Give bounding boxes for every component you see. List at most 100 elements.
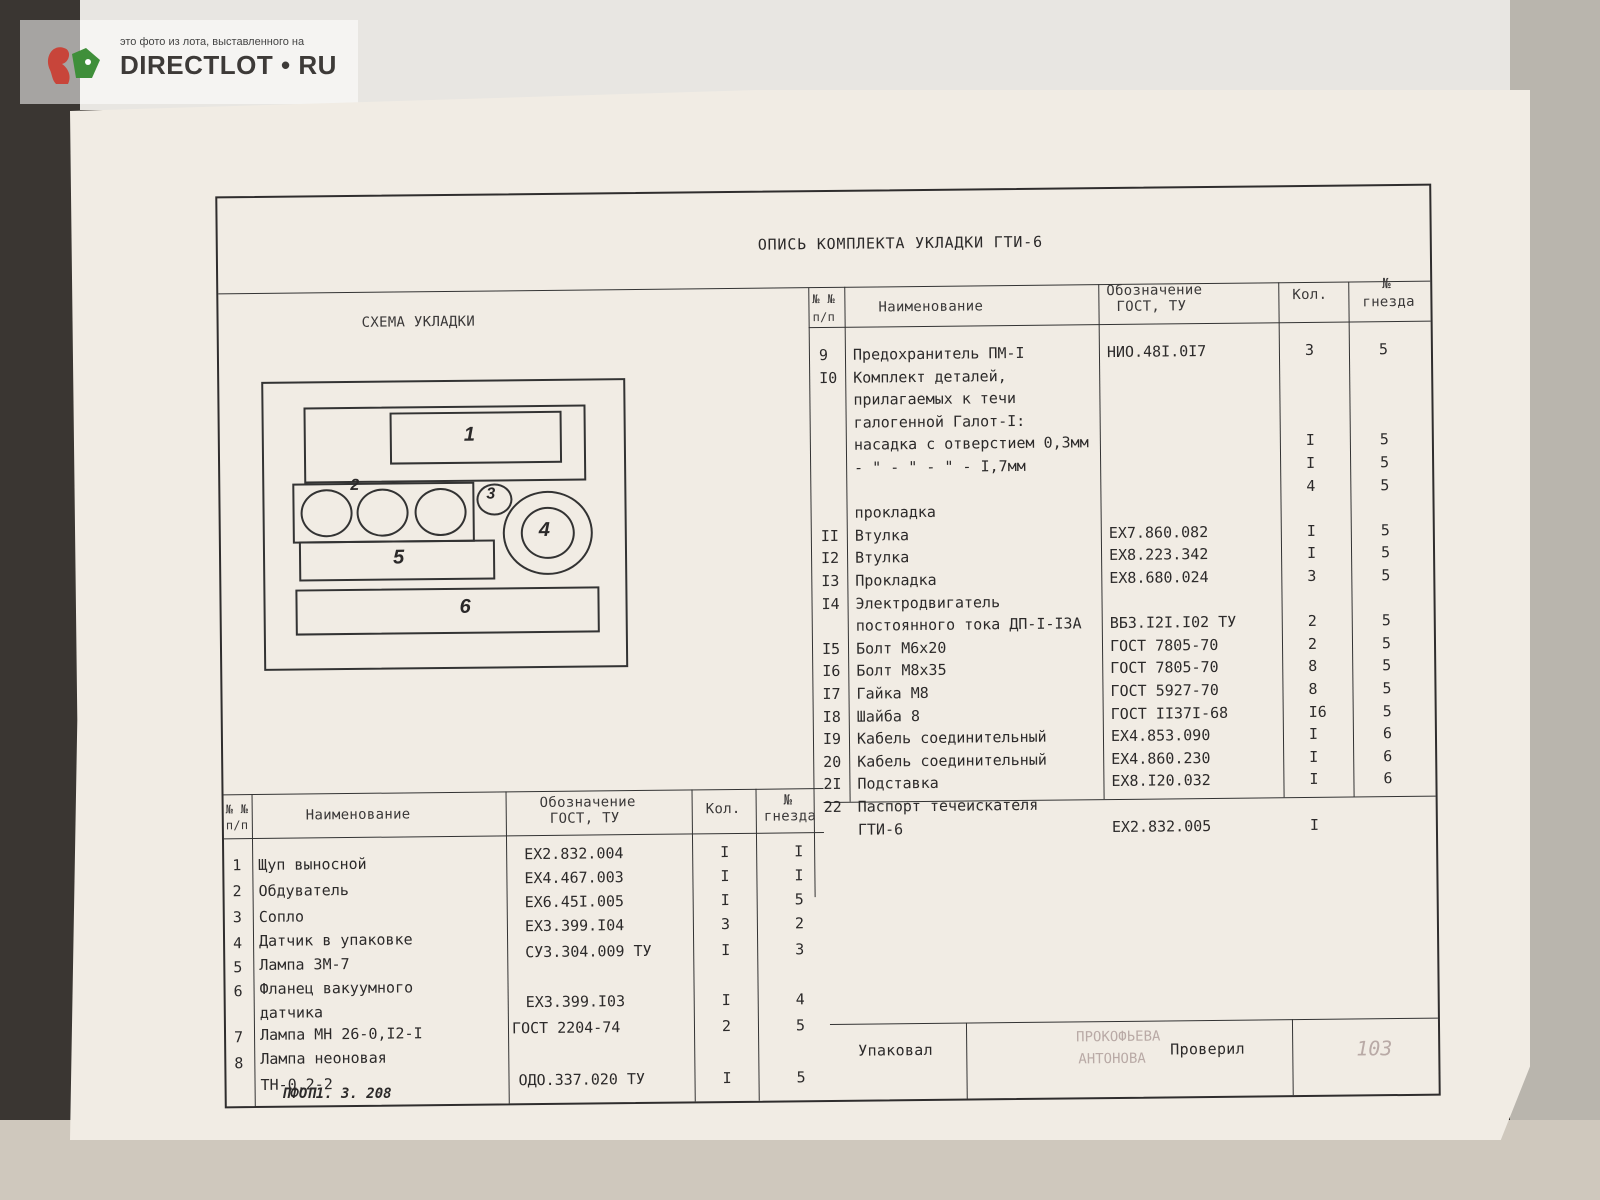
- document-title: ОПИСЬ КОМПЛЕКТА УКЛАДКИ ГТИ-6: [757, 232, 1043, 254]
- table-row-num: 7: [233, 1028, 244, 1047]
- watermark-brand: DIRECTLOT • RU: [120, 50, 337, 80]
- table-row-slot: 6: [1383, 746, 1393, 765]
- left-table-top: [223, 788, 824, 796]
- table-row-slot: 4: [795, 990, 805, 1009]
- table-row-qty: 3: [1304, 340, 1315, 359]
- left-header-num-sub: п/п: [225, 818, 249, 833]
- compartment-1: [389, 410, 563, 465]
- signature-div-1: [965, 1022, 968, 1099]
- table-row-qty: I: [720, 891, 730, 910]
- compartment-6: [295, 586, 600, 636]
- slot-2a: [300, 488, 353, 538]
- table-row-slot: 5: [1379, 430, 1389, 449]
- table-row-designation: ЕХ7.860.082: [1108, 522, 1209, 542]
- table-row-name: Комплект деталей,: [853, 366, 1007, 387]
- left-col-num: [251, 794, 256, 1107]
- table-row-qty: I: [722, 1069, 732, 1088]
- table-row-name: Подставка: [857, 774, 939, 794]
- table-row-name: Фланец вакуумного: [259, 978, 414, 998]
- table-row-qty: I: [720, 843, 730, 862]
- right-col-name: [1098, 284, 1105, 800]
- table-row-designation: ГОСТ 2204-74: [511, 1018, 621, 1038]
- table-row-name: Обдуватель: [258, 881, 349, 900]
- table-row-num: I8: [822, 707, 841, 726]
- table-row-num: I4: [821, 594, 840, 613]
- right-header-num: № №: [812, 291, 836, 307]
- right-header-designation-sub: ГОСТ, ТУ: [1116, 298, 1187, 315]
- scheme-label-4: 4: [538, 518, 551, 542]
- left-header-designation: Обозначение: [539, 794, 636, 812]
- right-header-name: Наименование: [878, 298, 984, 316]
- table-row-num: I2: [820, 549, 840, 568]
- left-col-qty: [755, 788, 760, 1101]
- signature-top: [829, 1017, 1438, 1026]
- table-row-qty: I: [1309, 815, 1320, 834]
- packed-by-label: Упаковал: [858, 1040, 933, 1060]
- table-row-qty: 2: [721, 1017, 732, 1036]
- form-frame: ОПИСЬ КОМПЛЕКТА УКЛАДКИ ГТИ-6 СХЕМА УКЛА…: [215, 183, 1441, 1109]
- table-row-slot: 5: [1378, 340, 1389, 359]
- watermark-caption: это фото из лота, выставленного на: [120, 36, 305, 48]
- table-row-name: Кабель соединительный: [856, 727, 1047, 748]
- table-row-designation: ВБ3.I2I.I02 ТУ: [1109, 612, 1237, 633]
- table-row-designation: ЕХ3.399.I04: [524, 916, 625, 936]
- scheme-label-3: 3: [486, 485, 496, 503]
- table-row-slot: 5: [1380, 543, 1391, 562]
- table-row-slot: 5: [1382, 656, 1392, 675]
- table-row-slot: 5: [1381, 633, 1392, 652]
- left-col-designation: [691, 789, 696, 1102]
- table-row-name: Втулка: [854, 548, 910, 568]
- center-divider: [808, 287, 816, 898]
- table-row-slot: 5: [1382, 701, 1392, 720]
- table-row-designation: ГОСТ 5927-70: [1110, 680, 1219, 701]
- table-row-qty: I: [721, 941, 731, 960]
- table-row-name: Гайка М8: [856, 683, 929, 703]
- right-table-header-bottom: [808, 320, 1431, 329]
- table-row-qty: I: [1308, 725, 1319, 744]
- table-row-name: Паспорт течеискателя: [857, 795, 1039, 816]
- table-row-name: Сопло: [258, 907, 305, 926]
- table-row-designation: ЕХ4.860.230: [1111, 748, 1211, 768]
- packed-by-name: ПРОКОФЬЕВА: [1076, 1028, 1161, 1046]
- table-row-slot: 6: [1382, 724, 1393, 743]
- table-row-qty: I: [1306, 521, 1316, 540]
- table-row-designation: ЕХ3.399.I03: [525, 992, 626, 1012]
- table-row-slot: 5: [796, 1068, 806, 1087]
- table-row-slot: 5: [1381, 611, 1391, 630]
- table-row-name: - " - " - " - I,7мм: [854, 456, 1026, 477]
- left-header-qty: Кол.: [705, 800, 741, 818]
- scheme-label-6: 6: [459, 595, 471, 618]
- table-row-num: 22: [823, 797, 842, 817]
- table-row-slot: 5: [1380, 453, 1390, 472]
- right-header-slot-sub: гнезда: [1362, 293, 1415, 311]
- table-row-qty: I: [721, 991, 731, 1010]
- table-row-qty: 3: [1307, 566, 1317, 585]
- table-row-qty: I: [1306, 544, 1317, 563]
- left-header-num: № №: [225, 802, 249, 817]
- left-col-name: [505, 791, 510, 1104]
- table-row-designation: ЕХ6.45I.005: [524, 892, 625, 912]
- table-row-name: Датчик в упаковке: [258, 930, 413, 950]
- table-row-qty: 2: [1307, 634, 1318, 653]
- table-row-num: 5: [233, 958, 243, 977]
- right-col-num: [844, 286, 851, 802]
- table-row-designation: НИО.48I.0I7: [1106, 342, 1207, 362]
- table-row-name: Предохранитель ПМ-I: [852, 343, 1025, 364]
- checked-by-label: Проверил: [1170, 1039, 1245, 1059]
- right-col-qty: [1348, 281, 1355, 797]
- table-row-num: 1: [232, 856, 242, 875]
- right-header-slot: №: [1382, 276, 1392, 293]
- table-row-name: прилагаемых к течи: [853, 389, 1017, 409]
- left-header-name: Наименование: [305, 806, 411, 824]
- left-header-slot-sub: гнезда: [763, 808, 817, 825]
- scheme-title: СХЕМА УКЛАДКИ: [361, 313, 476, 331]
- table-row-designation: ЕХ2.832.004: [524, 844, 624, 864]
- signature-div-2: [1291, 1019, 1294, 1096]
- table-row-designation: ГОСТ 7805-70: [1110, 658, 1219, 678]
- right-header-designation: Обозначение: [1106, 282, 1203, 300]
- table-row-qty: 8: [1308, 657, 1318, 676]
- table-row-name: Прокладка: [855, 570, 937, 590]
- table-row-qty: I6: [1308, 702, 1327, 721]
- table-row-name: Щуп выносной: [258, 854, 367, 874]
